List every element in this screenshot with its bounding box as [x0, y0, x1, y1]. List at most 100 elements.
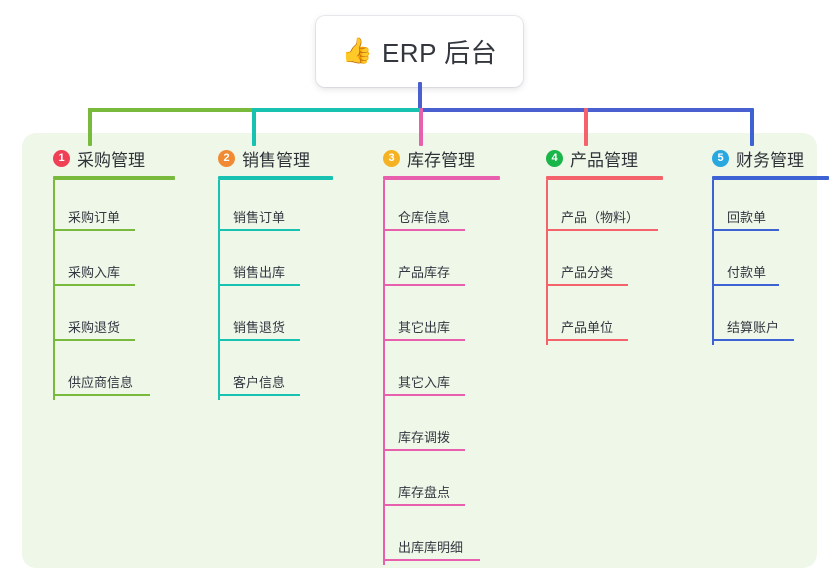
- branch-header-rule: [53, 176, 175, 180]
- branch-item[interactable]: 采购订单: [38, 180, 198, 235]
- branch-item-label: 付款单: [727, 265, 767, 280]
- branch-item[interactable]: 采购退货: [38, 290, 198, 345]
- branch-item[interactable]: 产品（物料）: [531, 180, 696, 235]
- branch-item[interactable]: 库存调拨: [368, 400, 533, 455]
- branch-header-4[interactable]: 4 产品管理: [531, 146, 696, 171]
- branch-item-label: 产品（物料）: [561, 210, 640, 225]
- branch-item[interactable]: 结算账户: [697, 290, 839, 345]
- branch-item-rule: [712, 229, 779, 231]
- branch-item-rule: [53, 229, 135, 231]
- branch-spine-line: [383, 180, 385, 565]
- branch-header-1[interactable]: 1 采购管理: [38, 146, 198, 171]
- branch-item[interactable]: 销售退货: [203, 290, 363, 345]
- branch-item-label: 采购入库: [68, 265, 121, 280]
- branch-item-label: 其它入库: [398, 375, 451, 390]
- branch-item-label: 库存盘点: [398, 485, 451, 500]
- branch-item-list: 销售订单销售出库销售退货客户信息: [203, 180, 363, 400]
- branch-spine-line: [546, 180, 548, 345]
- branch-drop-line-2: [252, 108, 256, 146]
- branch-item-rule: [383, 559, 480, 561]
- branch-item[interactable]: 库存盘点: [368, 455, 533, 510]
- branch-item-list: 仓库信息产品库存其它出库其它入库库存调拨库存盘点出库库明细: [368, 180, 533, 565]
- branch-item-rule: [218, 339, 300, 341]
- branch-item[interactable]: 仓库信息: [368, 180, 533, 235]
- branch-item-label: 其它出库: [398, 320, 451, 335]
- branch-spine-line: [712, 180, 714, 345]
- branch-item-label: 库存调拨: [398, 430, 451, 445]
- branch-spine-line: [53, 180, 55, 400]
- branch-item[interactable]: 客户信息: [203, 345, 363, 400]
- branch-item-rule: [383, 394, 465, 396]
- branch-column-3: 3 库存管理仓库信息产品库存其它出库其它入库库存调拨库存盘点出库库明细: [368, 146, 533, 565]
- branch-item[interactable]: 产品单位: [531, 290, 696, 345]
- branch-item-list: 采购订单采购入库采购退货供应商信息: [38, 180, 198, 400]
- branch-header-3[interactable]: 3 库存管理: [368, 146, 533, 171]
- branch-item[interactable]: 其它入库: [368, 345, 533, 400]
- branch-item[interactable]: 产品库存: [368, 235, 533, 290]
- branch-title: 产品管理: [570, 151, 638, 170]
- branch-item[interactable]: 其它出库: [368, 290, 533, 345]
- branch-item-label: 销售退货: [233, 320, 286, 335]
- branch-item[interactable]: 销售订单: [203, 180, 363, 235]
- branch-number-badge: 4: [546, 150, 563, 167]
- branch-item-list: 产品（物料） 产品分类产品单位: [531, 180, 696, 345]
- branch-item[interactable]: 产品分类: [531, 235, 696, 290]
- branch-item-label: 产品单位: [561, 320, 614, 335]
- branch-drop-line-3: [419, 108, 423, 146]
- branch-column-1: 1 采购管理采购订单采购入库采购退货供应商信息: [38, 146, 198, 400]
- branch-number-badge: 1: [53, 150, 70, 167]
- branch-item-label: 产品库存: [398, 265, 451, 280]
- branch-item-label: 采购订单: [68, 210, 121, 225]
- branch-item-rule: [53, 284, 135, 286]
- bus-segment-green: [88, 108, 253, 112]
- branch-item-rule: [546, 339, 628, 341]
- branch-header-rule: [383, 176, 500, 180]
- branch-item-rule: [383, 284, 465, 286]
- branch-number-badge: 3: [383, 150, 400, 167]
- branch-item-label: 采购退货: [68, 320, 121, 335]
- branch-item-rule: [546, 229, 658, 231]
- branch-item-rule: [53, 339, 135, 341]
- bus-segment-teal: [252, 108, 420, 112]
- branch-item-label: 产品分类: [561, 265, 614, 280]
- branch-item[interactable]: 出库库明细: [368, 510, 533, 565]
- branch-item-rule: [712, 284, 779, 286]
- branch-item-rule: [546, 284, 628, 286]
- branch-header-rule: [712, 176, 829, 180]
- branch-item-rule: [383, 449, 465, 451]
- branch-item[interactable]: 采购入库: [38, 235, 198, 290]
- branch-title: 财务管理: [736, 151, 804, 170]
- root-node-title: ERP 后台: [381, 38, 498, 68]
- branch-header-rule: [218, 176, 333, 180]
- branch-item[interactable]: 销售出库: [203, 235, 363, 290]
- root-node-card[interactable]: 👍 ERP 后台: [316, 16, 523, 87]
- branch-item-rule: [218, 229, 300, 231]
- branch-item-label: 仓库信息: [398, 210, 451, 225]
- branch-header-rule: [546, 176, 663, 180]
- branch-item-list: 回款单付款单结算账户: [697, 180, 839, 345]
- branch-item-rule: [383, 339, 465, 341]
- branch-item-label: 出库库明细: [398, 540, 464, 555]
- branch-item-label: 回款单: [727, 210, 767, 225]
- branch-title: 采购管理: [77, 151, 145, 170]
- branch-item-label: 客户信息: [233, 375, 286, 390]
- root-stem-line: [418, 82, 422, 110]
- branch-item[interactable]: 供应商信息: [38, 345, 198, 400]
- branch-item-rule: [218, 284, 300, 286]
- branch-item-rule: [383, 229, 465, 231]
- branch-title: 销售管理: [242, 151, 310, 170]
- branch-item-rule: [53, 394, 150, 396]
- branch-item[interactable]: 付款单: [697, 235, 839, 290]
- branch-column-4: 4 产品管理产品（物料） 产品分类产品单位: [531, 146, 696, 345]
- branch-item[interactable]: 回款单: [697, 180, 839, 235]
- branch-item-rule: [383, 504, 465, 506]
- branch-item-label: 供应商信息: [68, 375, 134, 390]
- branch-drop-line-4: [584, 108, 588, 146]
- branch-item-rule: [218, 394, 300, 396]
- branch-title: 库存管理: [407, 151, 475, 170]
- branch-item-rule: [712, 339, 794, 341]
